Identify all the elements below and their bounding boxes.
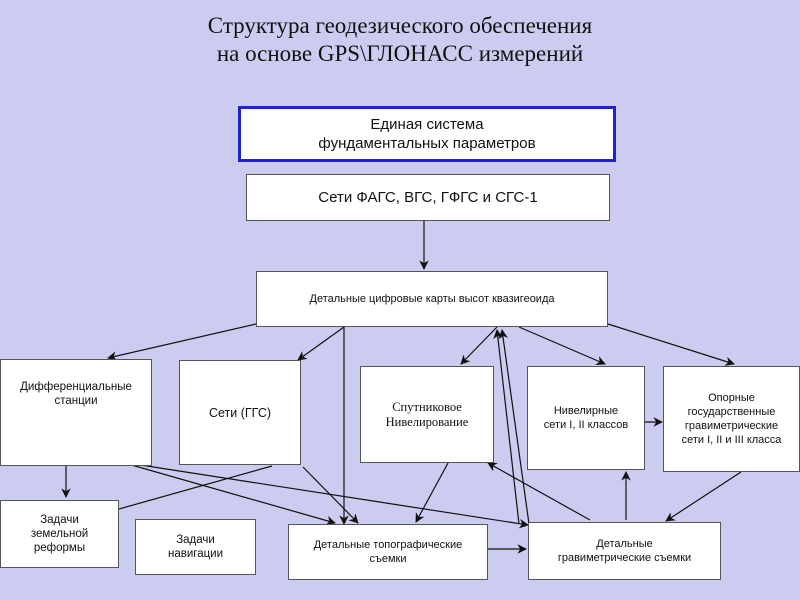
arrow-differential-to-topo <box>127 463 336 526</box>
arrow-quasigeoid-to-ggs <box>297 326 345 361</box>
node-navigation: Задачи навигации <box>135 519 256 575</box>
node-ggs-label: Сети (ГГС) <box>208 405 272 420</box>
node-ggs-networks: Сети (ГГС) <box>179 360 301 465</box>
arrow-ggs-to-land-reform <box>93 465 273 519</box>
node-unified-system: Единая система фундаментальных параметро… <box>238 106 616 162</box>
node-satellite-line-1: Спутниковое <box>392 399 462 414</box>
arrow-quasigeoid-to-leveling <box>518 326 606 365</box>
node-gravsurvey-line-2: гравиметрические съемки <box>557 552 692 564</box>
diagram-title: Структура геодезического обеспечения на … <box>0 12 800 68</box>
arrow-quasigeoid-to-differential <box>107 323 257 361</box>
node-gravnet-line-2: государственные <box>687 406 776 418</box>
node-gravsurvey-line-1: Детальные <box>596 538 653 550</box>
node-topo-line-2: съемки <box>369 553 407 565</box>
node-gravnet-line-3: гравиметрические <box>684 420 779 432</box>
node-leveling-line-2: сети I, II классов <box>543 419 629 431</box>
node-satellite-leveling: Спутниковое Нивелирование <box>360 366 494 463</box>
arrow-gravimetric-surveys-to-satellite <box>487 462 591 521</box>
node-gravimetric-surveys: Детальные гравиметрические съемки <box>528 522 721 580</box>
arrow-quasigeoid-to-gravimetric-networks <box>607 323 735 366</box>
arrow-ggs-to-topo <box>302 466 359 524</box>
arrow-topo-to-quasigeoid <box>493 329 520 525</box>
node-leveling-networks: Нивелирные сети I, II классов <box>527 366 645 470</box>
node-gravnet-line-4: сети I, II и III класса <box>681 434 782 446</box>
node-quasigeoid-maps: Детальные цифровые карты высот квазигеои… <box>256 271 608 327</box>
arrow-satellite-to-topo <box>415 462 449 523</box>
node-topo-line-1: Детальные топографические <box>313 539 463 551</box>
node-networks-label: Сети ФАГС, ВГС, ГФГС и СГС-1 <box>318 189 538 206</box>
node-gravnet-line-1: Опорные <box>708 392 755 404</box>
arrow-gravimetric-networks-to-gravimetric-surveys <box>665 471 742 522</box>
node-satellite-line-2: Нивелирование <box>385 414 469 429</box>
node-land-reform-line-3: реформы <box>33 542 86 554</box>
arrow-differential-to-gravimetric-surveys <box>133 463 529 529</box>
node-land-reform: Задачи земельной реформы <box>0 500 119 568</box>
node-networks: Сети ФАГС, ВГС, ГФГС и СГС-1 <box>246 174 610 221</box>
node-topographic-surveys: Детальные топографические съемки <box>288 524 488 580</box>
node-differential-line-2: станции <box>54 395 98 407</box>
node-leveling-line-1: Нивелирные <box>553 405 619 417</box>
node-gravimetric-networks: Опорные государственные гравиметрические… <box>663 366 800 472</box>
node-land-reform-line-1: Задачи <box>40 514 79 526</box>
node-navigation-line-2: навигации <box>167 548 224 560</box>
node-unified-line-1: Единая система <box>370 116 484 133</box>
node-quasigeoid-label: Детальные цифровые карты высот квазигеои… <box>309 293 555 305</box>
arrow-gravimetric-surveys-to-quasigeoid <box>498 329 530 525</box>
node-land-reform-line-2: земельной <box>30 528 89 540</box>
title-line-1: Структура геодезического обеспечения <box>207 13 593 38</box>
node-unified-line-2: фундаментальных параметров <box>318 135 536 152</box>
title-line-2: на основе GPS\ГЛОНАСС измерений <box>216 41 584 66</box>
arrow-quasigeoid-to-satellite <box>460 326 498 365</box>
node-differential-stations: Дифференциальные станции <box>0 359 152 466</box>
node-differential-line-1: Дифференциальные <box>20 381 132 393</box>
node-navigation-line-1: Задачи <box>176 534 215 546</box>
